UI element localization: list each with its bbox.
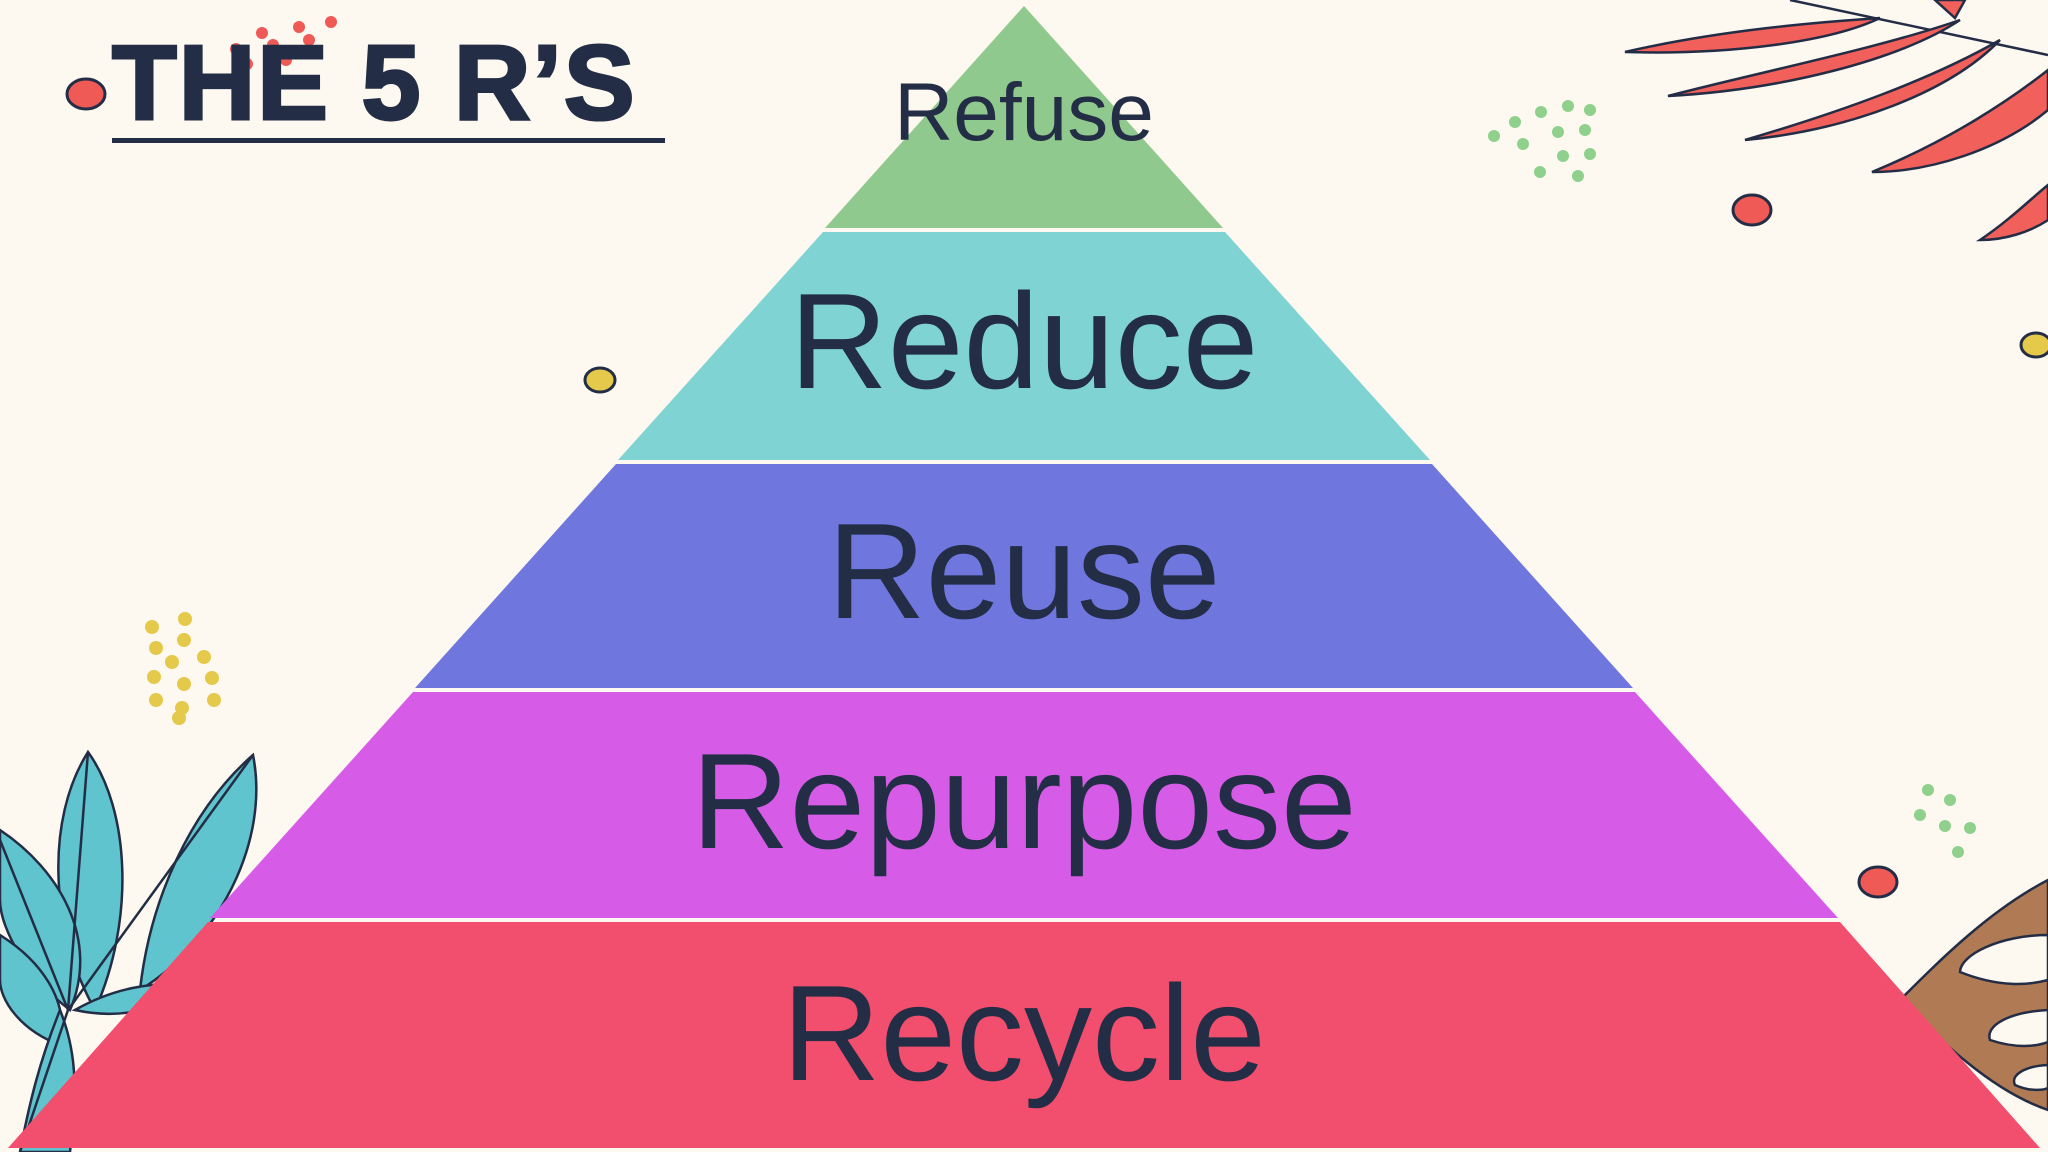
title-underline [112,138,665,143]
yellow-dot-cluster-icon [145,612,221,725]
tier-label-repurpose: Repurpose [691,725,1356,877]
tier-recycle [8,922,2040,1148]
tier-label-reduce: Reduce [790,265,1259,417]
pyramid: Refuse Reduce Reuse Repurpose Recycle [8,6,2040,1148]
tier-label-recycle: Recycle [782,957,1266,1109]
yellow-dot-icon [583,366,617,394]
tier-refuse [825,6,1223,228]
yellow-dot-icon [2019,331,2048,359]
tier-reuse [415,464,1633,688]
red-dot-cluster-icon [230,16,337,70]
red-dot-icon [1731,193,1773,227]
tier-reduce [618,232,1430,460]
red-leaf-branch-icon [1624,0,2048,242]
tier-label-reuse: Reuse [827,495,1220,647]
green-dot-cluster-icon [1914,784,1976,858]
red-dot-icon [65,77,107,111]
green-dot-cluster-icon [1488,100,1596,182]
red-dot-icon [1857,865,1899,899]
tier-label-refuse: Refuse [894,67,1154,158]
tier-repurpose [210,692,1838,918]
slide-title: THE 5 R’S [111,24,637,142]
